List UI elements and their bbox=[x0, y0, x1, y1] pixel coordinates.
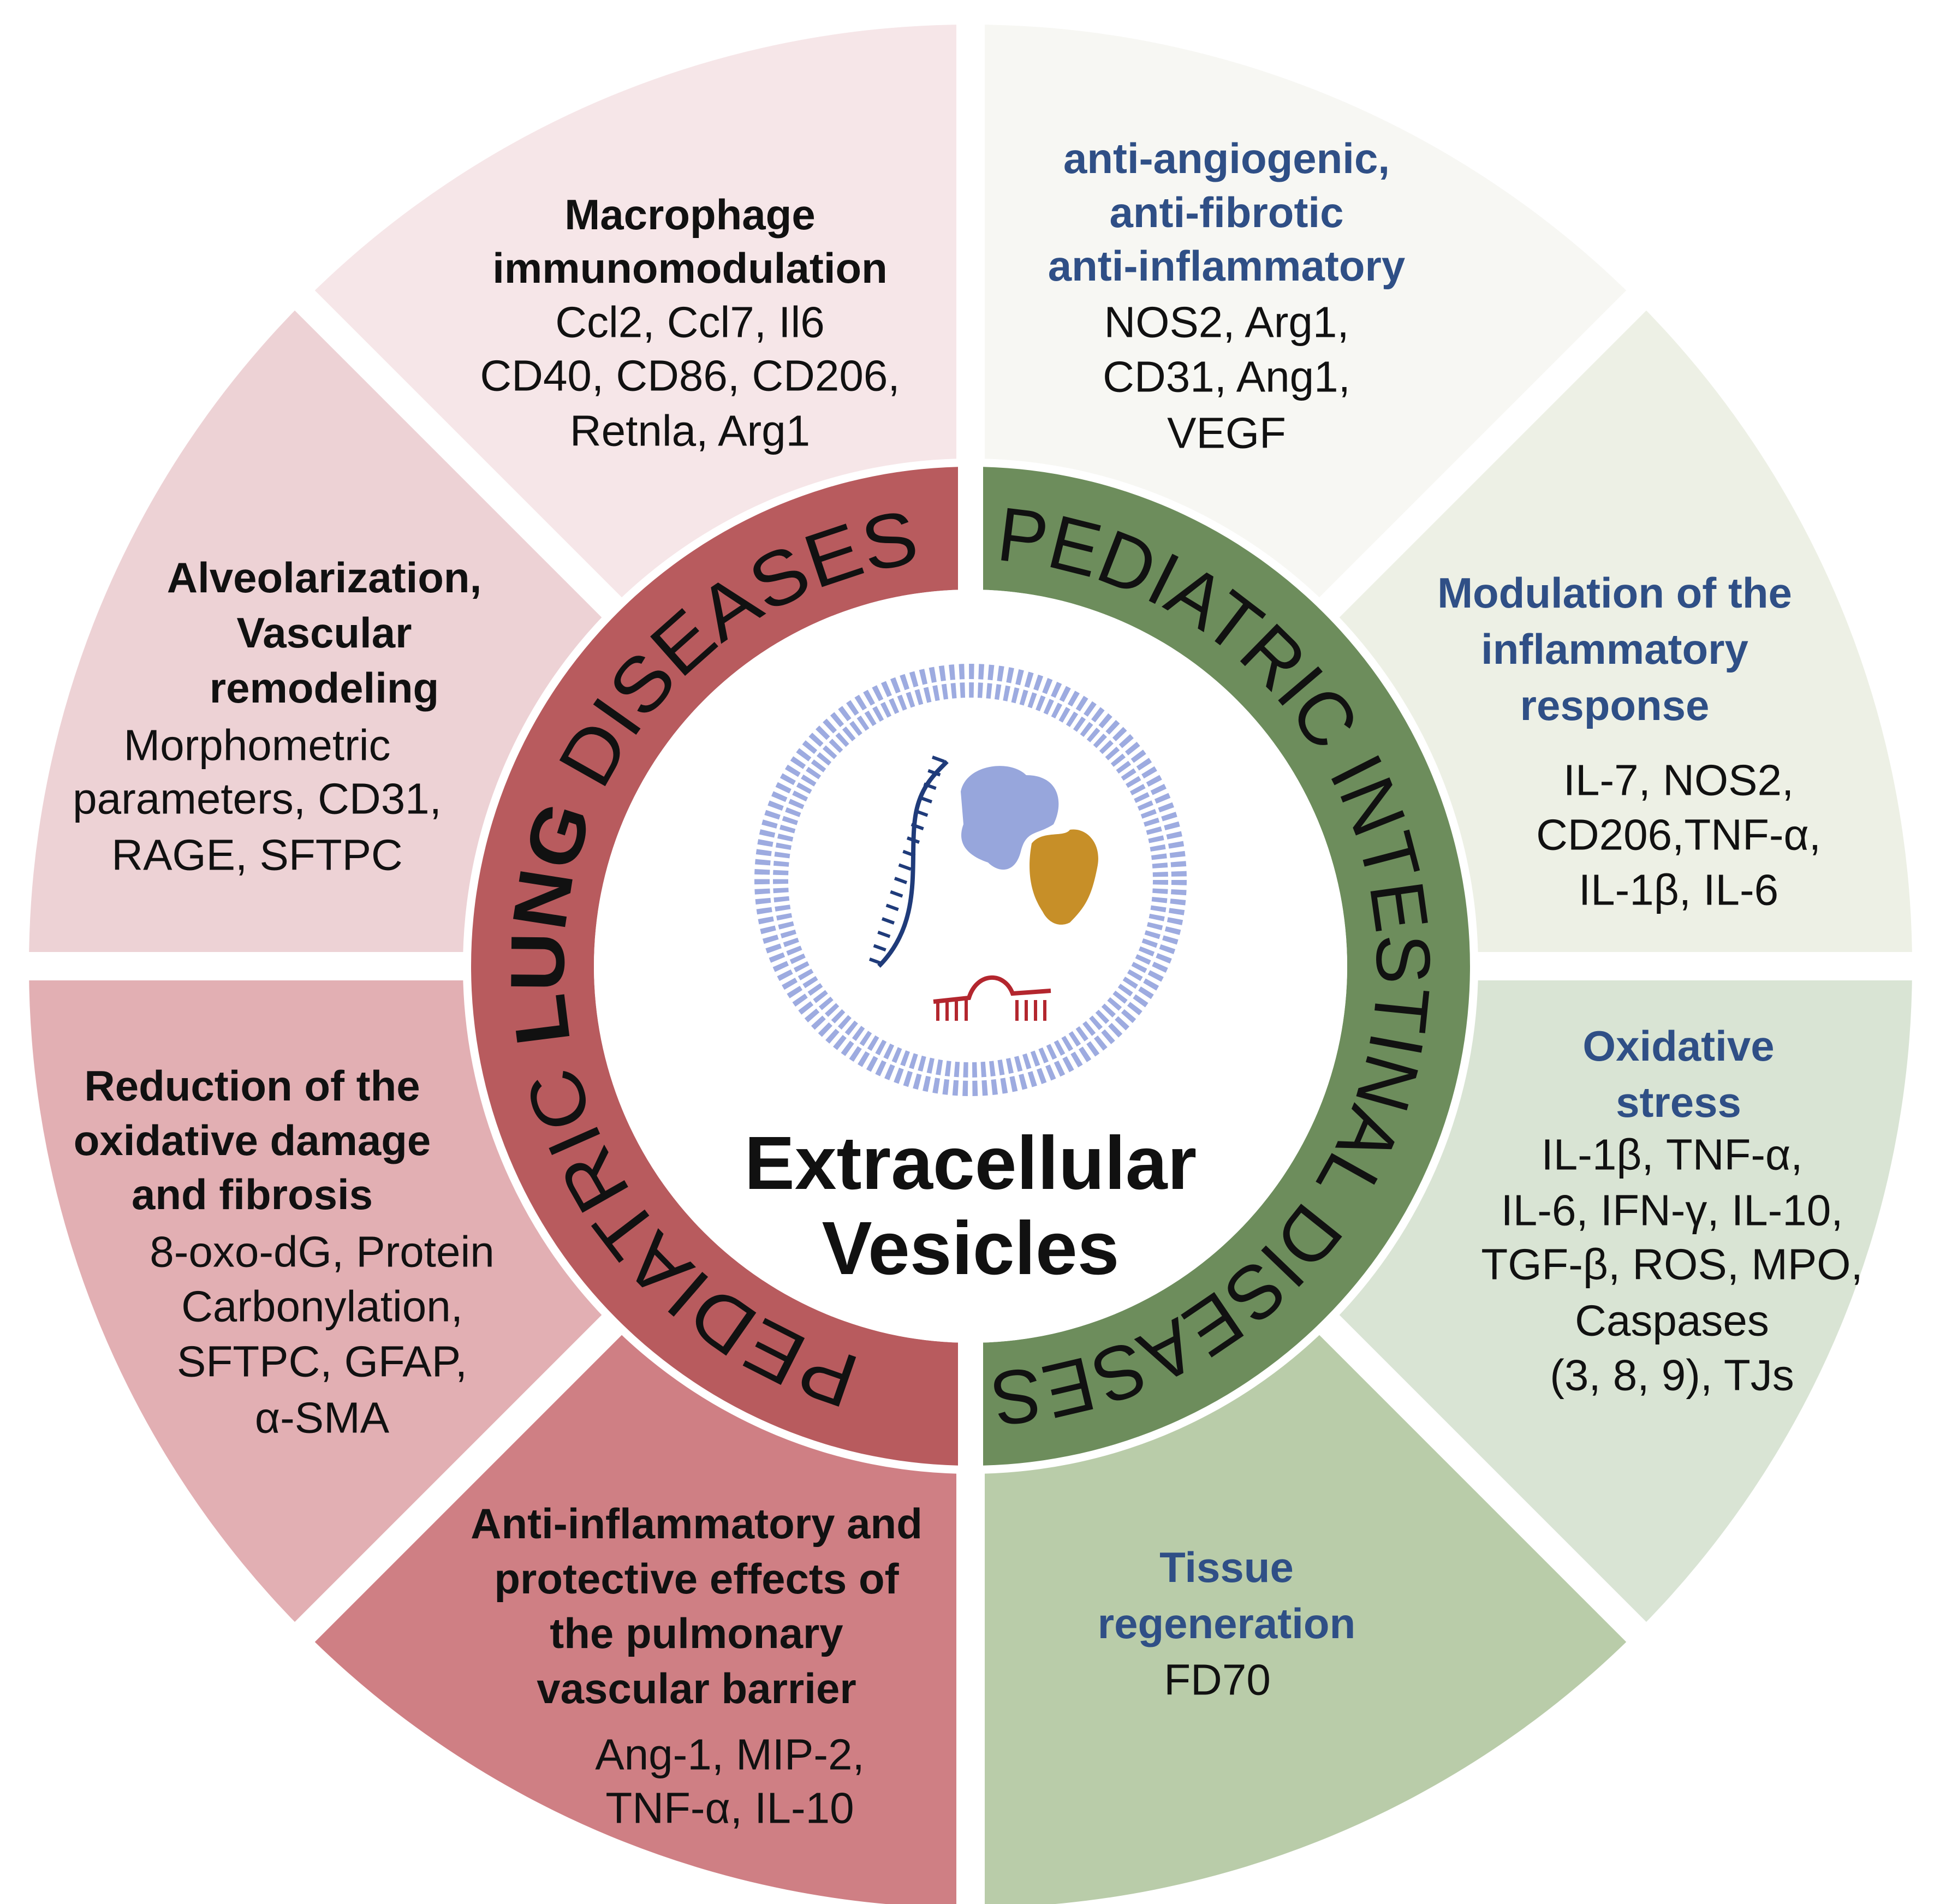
sector-body: CD206,TNF-α, bbox=[1536, 811, 1821, 859]
dna-base bbox=[877, 930, 891, 938]
sector-label-oxidative-damage: Reduction of the oxidative damage and fibr… bbox=[74, 1062, 495, 1442]
protein-blue-icon bbox=[961, 766, 1059, 870]
sector-label-inflammatory-response: Modulation of the inflammatory responseIL-… bbox=[1437, 569, 1821, 914]
center-title-line1: Extracellular bbox=[745, 1121, 1197, 1205]
dna-base bbox=[890, 890, 903, 898]
dna-base bbox=[919, 796, 933, 804]
intestinal-ring-band bbox=[971, 467, 1470, 1466]
dna-base bbox=[923, 782, 937, 790]
sector-body: SFTPC, GFAP, bbox=[177, 1337, 467, 1386]
sector-title: Oxidative bbox=[1582, 1022, 1774, 1070]
sector-body: TNF-α, IL-10 bbox=[605, 1784, 854, 1832]
sector-body: IL-1β, TNF-α, bbox=[1542, 1130, 1803, 1179]
dna-base bbox=[927, 769, 941, 777]
dna-base bbox=[885, 903, 899, 912]
sector-body: Morphometric bbox=[123, 721, 390, 770]
dna-base bbox=[915, 809, 929, 817]
sector-body: IL-7, NOS2, bbox=[1563, 756, 1794, 805]
sector-title: and fibrosis bbox=[132, 1170, 373, 1218]
dna-base bbox=[873, 944, 886, 952]
protein-gold-icon bbox=[1030, 829, 1098, 925]
dna-base bbox=[931, 755, 945, 763]
dna-base bbox=[881, 917, 895, 925]
sector-title: regeneration bbox=[1098, 1599, 1355, 1647]
sector-title: inflammatory bbox=[1481, 625, 1748, 673]
dna-strand-icon bbox=[877, 760, 949, 968]
sector-title: Alveolarization, bbox=[167, 554, 481, 602]
sector-title: Modulation of the bbox=[1437, 569, 1792, 617]
lung-ring-band bbox=[471, 467, 971, 1466]
sector-body: Ccl2, Ccl7, Il6 bbox=[555, 298, 824, 347]
sector-title: remodeling bbox=[210, 664, 439, 712]
dna-base bbox=[894, 877, 908, 884]
sector-body: α-SMA bbox=[255, 1394, 390, 1442]
sector-body: CD31, Ang1, bbox=[1103, 353, 1350, 401]
sector-title: Vascular bbox=[237, 609, 412, 657]
dna-base bbox=[898, 863, 912, 871]
sector-body: Caspases bbox=[1575, 1296, 1769, 1345]
bilayer-midline bbox=[770, 679, 1171, 1081]
sector-body: Carbonylation, bbox=[181, 1282, 463, 1331]
sector-title: response bbox=[1520, 681, 1710, 729]
sector-title: Tissue bbox=[1159, 1543, 1294, 1591]
sector-body: CD40, CD86, CD206, bbox=[480, 352, 900, 400]
sector-title: immunomodulation bbox=[492, 244, 888, 292]
sector-body: IL-1β, IL-6 bbox=[1579, 866, 1778, 914]
sector-body: (3, 8, 9), TJs bbox=[1550, 1351, 1794, 1400]
sector-title: Anti-inflammatory and bbox=[471, 1500, 923, 1548]
sector-body: TGF-β, ROS, MPO, bbox=[1481, 1240, 1862, 1289]
sector-title: stress bbox=[1616, 1078, 1741, 1126]
sector-label-alveolarization: Alveolarization, Vascular remodelingMorpho… bbox=[73, 554, 481, 879]
sector-title: anti-inflammatory bbox=[1048, 242, 1405, 290]
sector-body: FD70 bbox=[1164, 1656, 1271, 1704]
sector-body: Ang-1, MIP-2, bbox=[595, 1730, 865, 1779]
dna-base bbox=[902, 849, 916, 858]
sector-body: VEGF bbox=[1167, 409, 1286, 457]
sector-title: oxidative damage bbox=[74, 1116, 431, 1164]
dna-base bbox=[906, 836, 920, 844]
sector-body: NOS2, Arg1, bbox=[1104, 298, 1349, 347]
sector-title: protective effects of bbox=[494, 1555, 899, 1603]
dna-base bbox=[911, 823, 924, 831]
center-title-line2: Vesicles bbox=[822, 1206, 1120, 1290]
sector-body: 8-oxo-dG, Protein bbox=[150, 1228, 494, 1276]
vesicle-icon bbox=[754, 664, 1187, 1096]
sector-body: Retnla, Arg1 bbox=[570, 407, 810, 455]
sector-title: anti-angiogenic, bbox=[1063, 134, 1390, 182]
sector-title: the pulmonary bbox=[550, 1609, 843, 1657]
rna-hairpin-icon bbox=[933, 975, 1051, 1004]
sector-title: Macrophage bbox=[564, 191, 815, 239]
sector-label-vascular-barrier: Anti-inflammatory and protective effects … bbox=[471, 1500, 923, 1832]
sector-title: vascular barrier bbox=[537, 1664, 856, 1712]
sector-title: Reduction of the bbox=[84, 1062, 420, 1110]
sector-title: anti-fibrotic bbox=[1110, 188, 1344, 236]
sector-body: parameters, CD31, bbox=[73, 775, 442, 823]
dna-base bbox=[868, 957, 883, 965]
sector-body: IL-6, IFN-γ, IL-10, bbox=[1501, 1186, 1843, 1235]
sector-body: RAGE, SFTPC bbox=[111, 831, 402, 879]
sector-label-angiogenic: anti-angiogenic, anti-fibrotic anti-inflam… bbox=[1048, 134, 1405, 457]
